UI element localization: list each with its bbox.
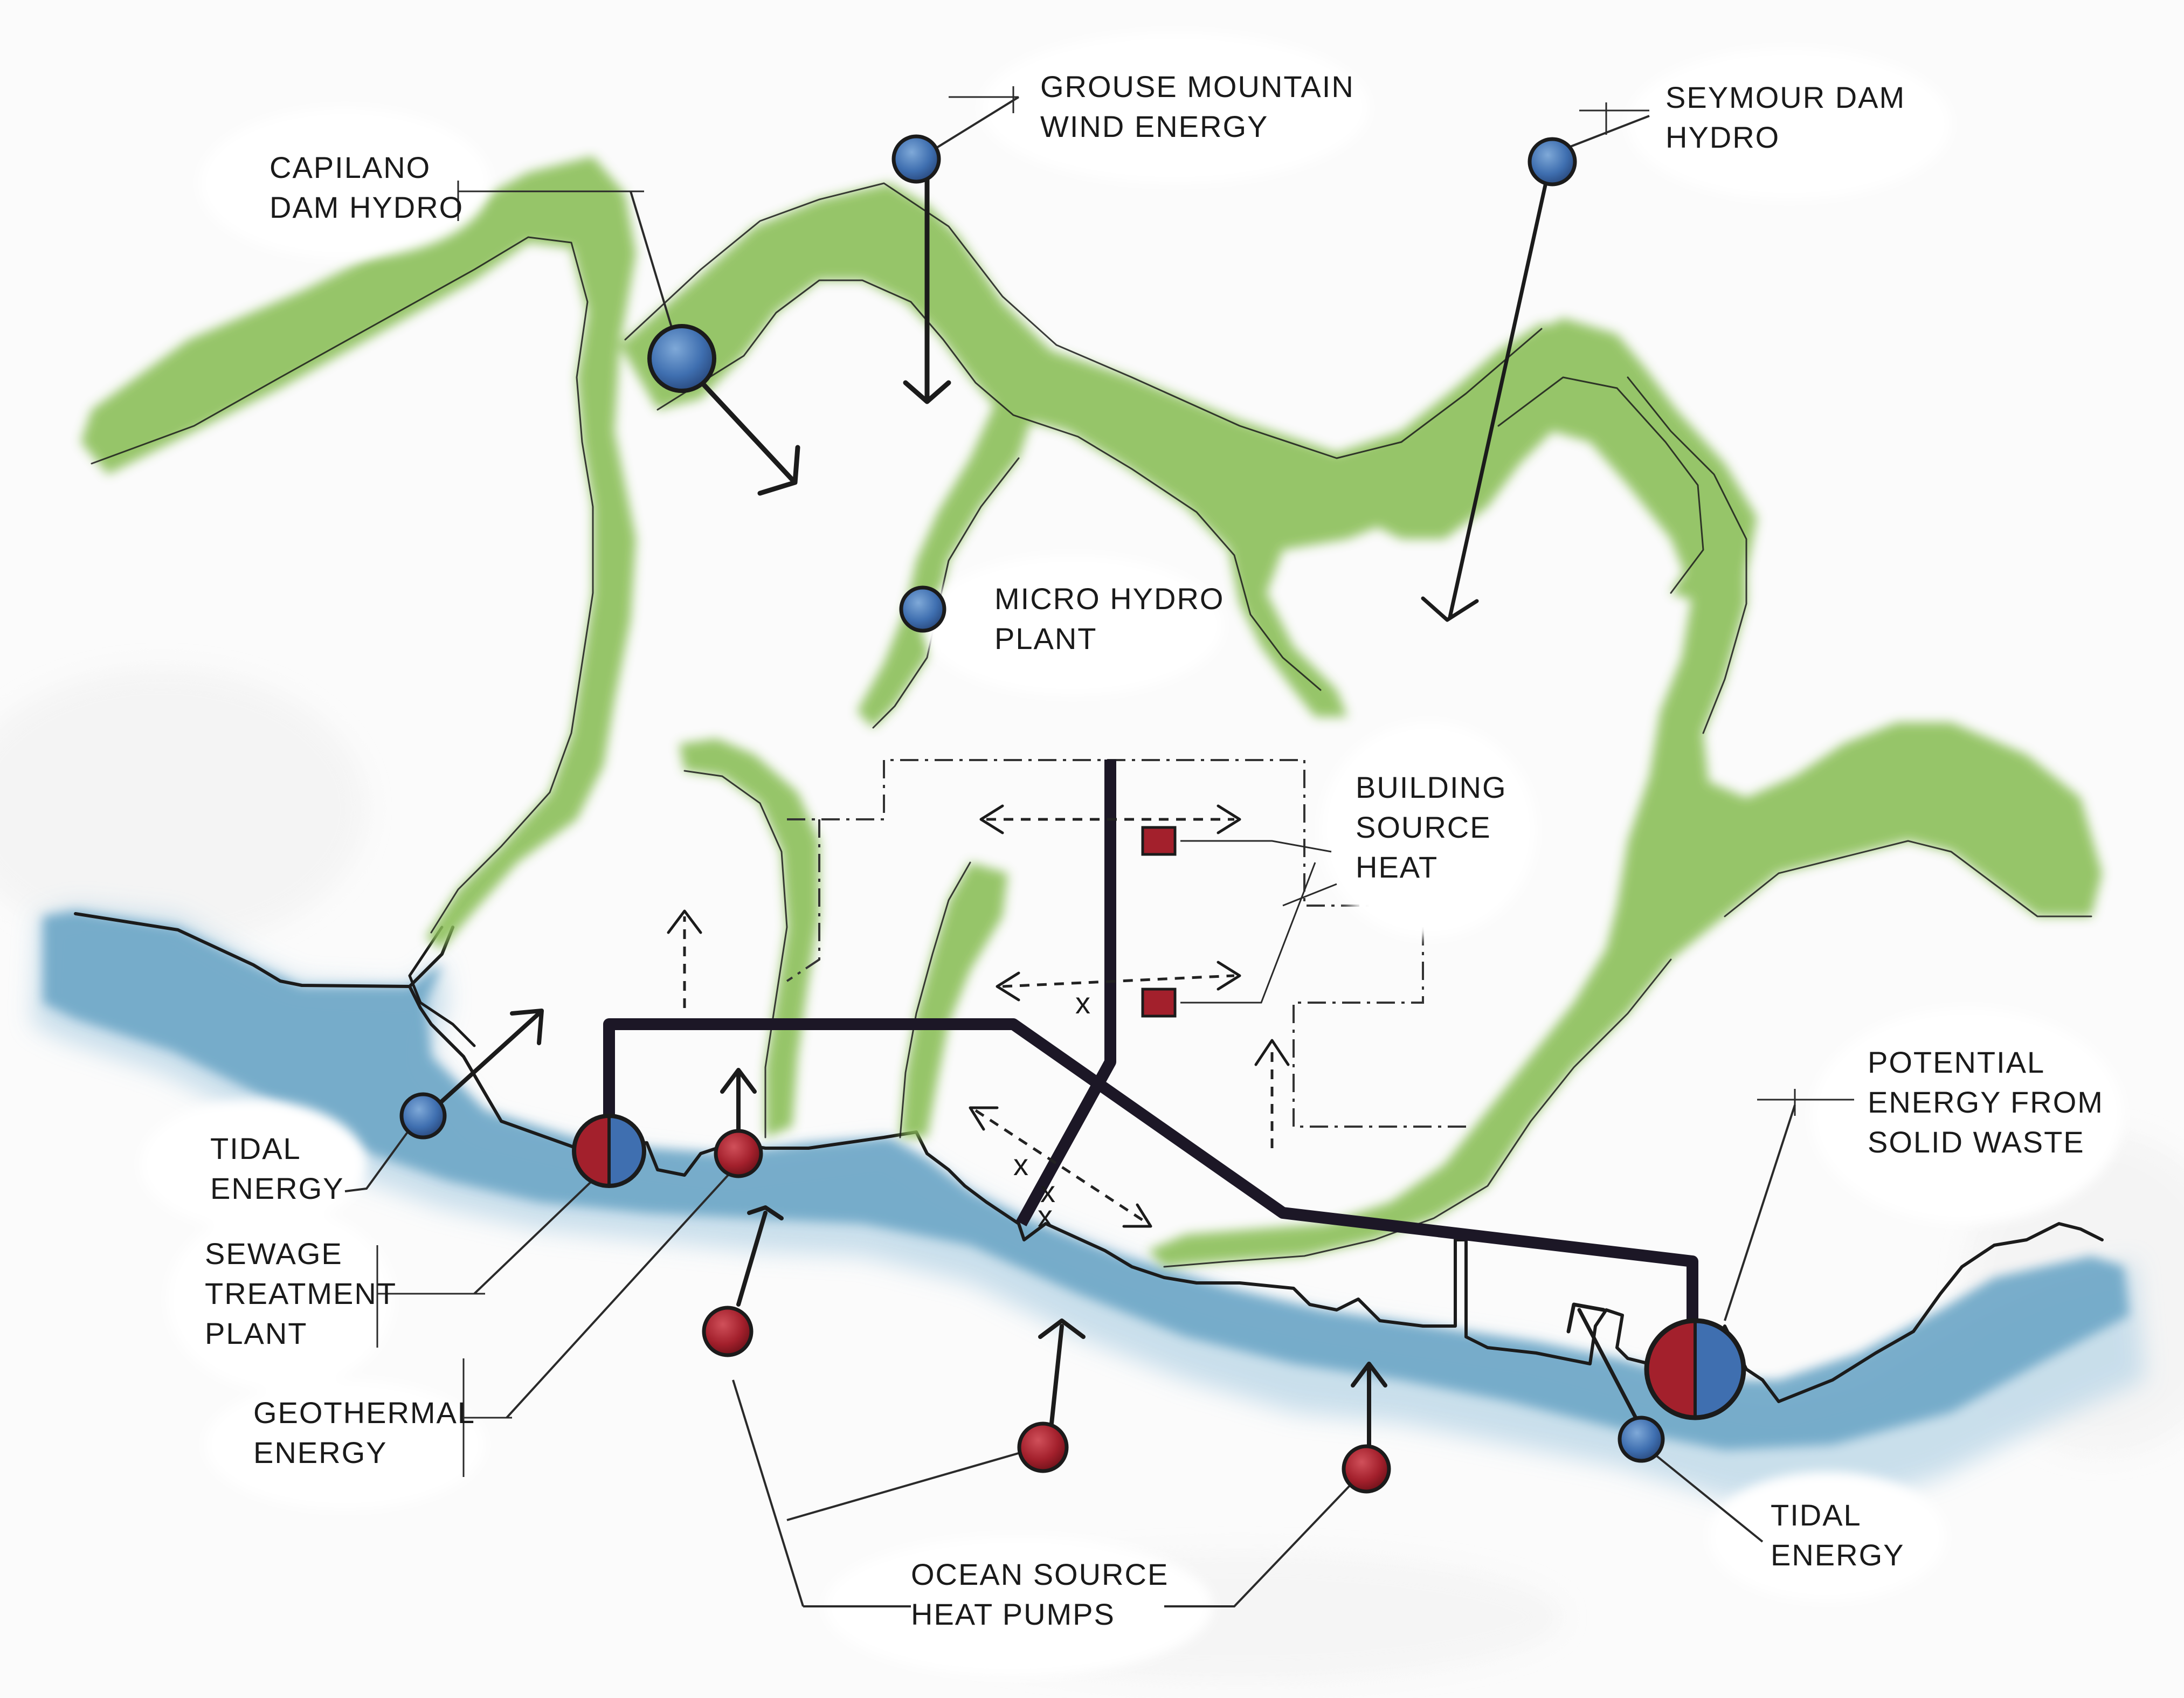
solid-waste-marker[interactable] [1644, 1318, 1746, 1420]
geothermal-marker[interactable] [714, 1129, 763, 1178]
tidal-east-marker[interactable] [1618, 1416, 1665, 1463]
seymour-corridor [1148, 323, 2102, 1267]
sewage-label: SEWAGE TREATMENT PLANT [205, 1237, 406, 1350]
leader-lines [344, 86, 1854, 1607]
svg-text:x: x [1040, 1175, 1056, 1209]
grouse-wind-marker[interactable] [891, 134, 941, 184]
ocean-pumps-label: OCEAN SOURCE HEAT PUMPS [911, 1557, 1178, 1631]
micro-hydro-marker[interactable] [899, 585, 946, 633]
label-clouds [140, 32, 2124, 1676]
green-corridors [81, 156, 2102, 1267]
development-boundary-2 [786, 819, 820, 982]
grouse-corridor [620, 183, 1757, 717]
tidal-west-marker[interactable] [399, 1092, 447, 1140]
ocean-pump-marker-1[interactable] [702, 1306, 754, 1357]
creek-corridor-1 [679, 738, 819, 1137]
energy-nodes [399, 134, 1746, 1494]
micro-hydro-corridor [857, 399, 1035, 728]
district-energy-pipes [603, 760, 1698, 1327]
expansion-arrows: x x x x [667, 804, 1290, 1233]
heat-building-marker-2[interactable] [1141, 988, 1177, 1018]
building-heat-label: BUILDING SOURCE HEAT [1356, 770, 1516, 884]
heat-building-marker-1[interactable] [1141, 826, 1177, 856]
ocean-pump-marker-2[interactable] [1017, 1421, 1069, 1473]
geothermal-label: GEOTHERMAL ENERGY [253, 1396, 484, 1469]
inlet-channel-ink [408, 926, 476, 1047]
pipe-west-loop [603, 1018, 1698, 1327]
ocean-pump-marker-3[interactable] [1342, 1444, 1391, 1494]
tidal-east-label: TIDAL ENERGY [1771, 1498, 1905, 1572]
building-heat-markers [1141, 826, 1177, 1018]
capilano-label: CAPILANO DAM HYDRO [269, 150, 464, 224]
capilano-corridor [81, 156, 636, 949]
svg-text:x: x [1038, 1199, 1054, 1233]
creek-corridor-2 [900, 862, 1008, 1137]
grouse-label: GROUSE MOUNTAIN WIND ENERGY [1040, 70, 1364, 143]
map-labels: CAPILANO DAM HYDRO GROUSE MOUNTAIN WIND … [205, 70, 2113, 1631]
sewage-plant-marker[interactable] [572, 1114, 646, 1188]
development-boundary [787, 759, 1466, 1128]
corridor-ink [91, 182, 2092, 1268]
micro-hydro-label: MICRO HYDRO PLANT [994, 582, 1234, 655]
capilano-hydro-marker[interactable] [647, 324, 716, 393]
svg-text:x: x [1013, 1148, 1029, 1182]
tidal-west-label: TIDAL ENERGY [210, 1131, 344, 1205]
pipe-north-spine [1016, 760, 1116, 1226]
seymour-hydro-marker[interactable] [1528, 137, 1577, 187]
solid-waste-label: POTENTIAL ENERGY FROM SOLID WASTE [1868, 1045, 2113, 1159]
svg-text:x: x [1075, 986, 1091, 1020]
seymour-label: SEYMOUR DAM HYDRO [1665, 80, 1915, 154]
